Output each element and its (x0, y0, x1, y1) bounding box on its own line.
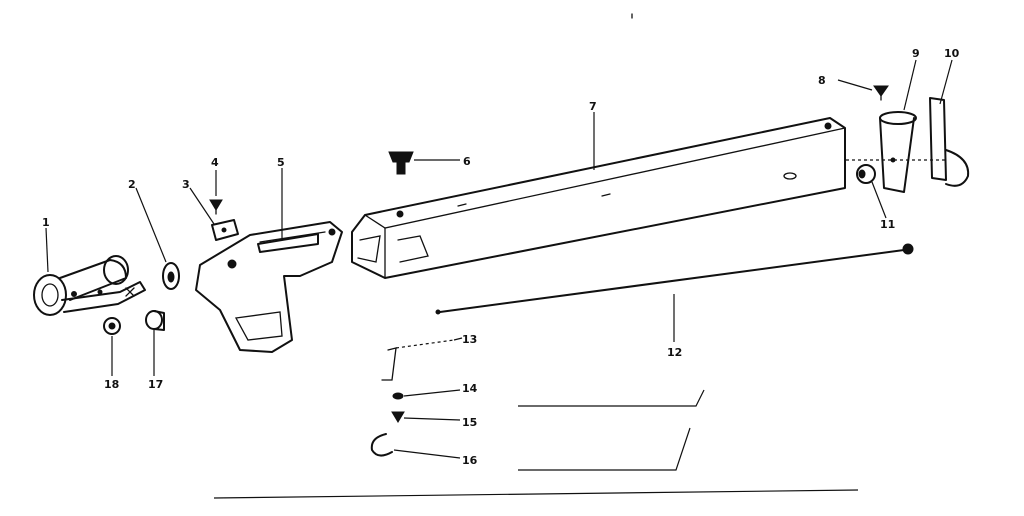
callout-4: 4 (211, 156, 219, 169)
callout-10: 10 (944, 47, 960, 60)
callout-5: 5 (277, 156, 285, 169)
part-13-pin (381, 339, 455, 381)
callout-12: 12 (667, 346, 682, 359)
callout-16: 16 (462, 454, 478, 467)
part-1-roller-assembly (33, 255, 146, 316)
callout-9: 9 (912, 47, 920, 60)
part-2-washer (162, 262, 180, 290)
callout-2: 2 (128, 178, 136, 191)
callout-18: 18 (104, 378, 119, 391)
callout-15: 15 (462, 416, 477, 429)
part-9-end-bracket (879, 111, 917, 193)
part-17-bushing (145, 310, 165, 331)
callout-17: 17 (148, 378, 163, 391)
part-8-screw (873, 85, 889, 101)
part-15-screw (391, 411, 405, 423)
callout-8: 8 (818, 74, 826, 87)
part-12-rod (435, 243, 914, 315)
callout-7: 7 (589, 100, 597, 113)
callouts: 1 2 3 4 5 6 7 8 9 10 11 12 13 14 15 16 1… (42, 47, 960, 467)
callout-3: 3 (182, 178, 190, 191)
part-10-end-cap (846, 97, 970, 187)
callout-13: 13 (462, 333, 477, 346)
base-rule (213, 489, 859, 499)
part-16-ring (370, 433, 393, 457)
bracket-line-upper (518, 389, 705, 407)
callout-1: 1 (42, 216, 50, 229)
part-11-bushing (856, 164, 876, 184)
callout-11: 11 (880, 218, 895, 231)
callout-14: 14 (462, 382, 478, 395)
part-14-washer (392, 392, 404, 400)
part-7-arm (351, 117, 846, 279)
part-18-nut (103, 317, 121, 335)
part-6-knob (388, 151, 414, 175)
bracket-line-lower (518, 427, 691, 471)
part-5-bracket (195, 221, 343, 353)
leader-lines (45, 59, 953, 459)
part-3-plate (211, 219, 239, 241)
callout-6: 6 (463, 155, 471, 168)
part-4-screw (209, 199, 223, 215)
